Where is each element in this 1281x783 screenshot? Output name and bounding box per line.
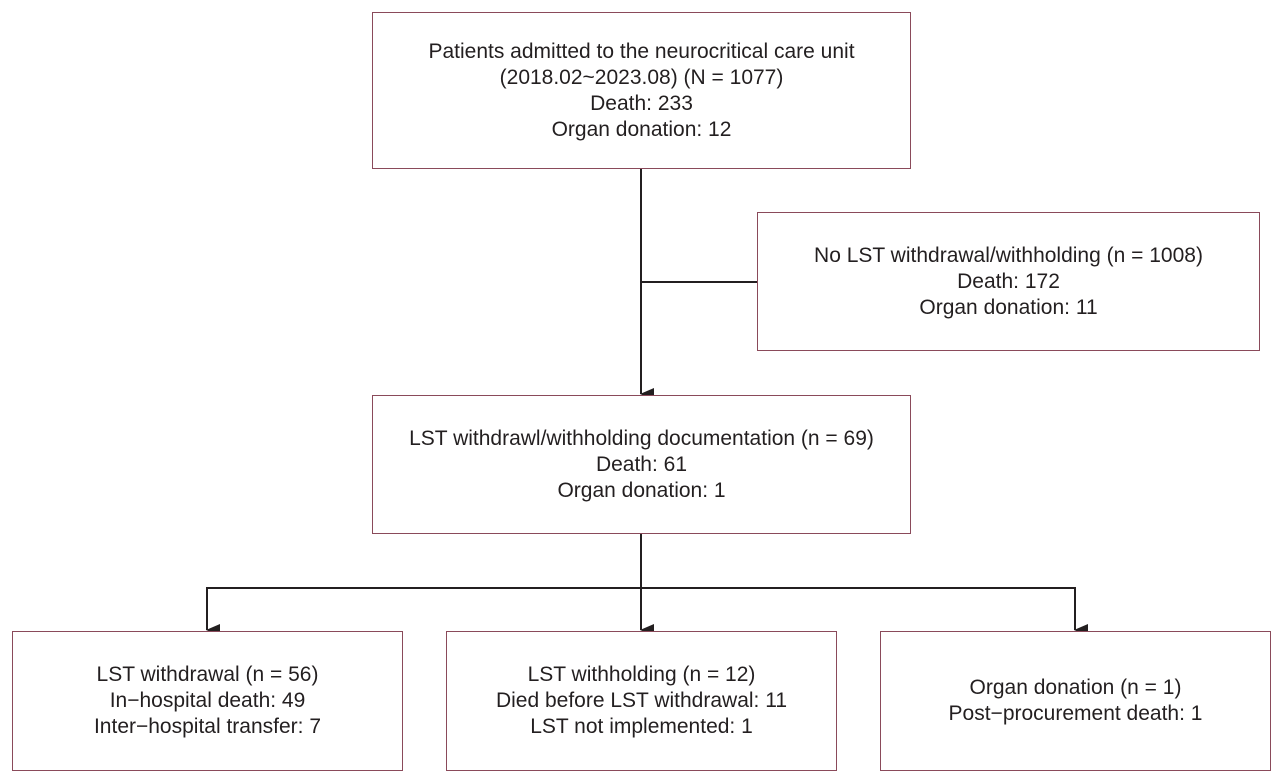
no-lst-organ-donation: Organ donation: 11 [919,295,1098,319]
admitted-death: Death: 233 [590,91,693,115]
withdrawal-title: LST withdrawal (n = 56) [96,663,319,686]
box-organ-donation: Organ donation (n = 1) Post−procurement … [880,631,1271,771]
no-lst-death: Death: 172 [957,269,1060,293]
admitted-title: Patients admitted to the neurocritical c… [428,39,855,63]
box-lst-withholding: LST withholding (n = 12) Died before LST… [446,631,837,771]
box-lst-documentation: LST withdrawl/withholding documentation … [372,395,911,534]
lst-doc-title: LST withdrawl/withholding documentation … [409,426,874,450]
withholding-not-implemented: LST not implemented: 1 [530,715,753,738]
lst-doc-death: Death: 61 [595,452,688,476]
box-admitted-patients: Patients admitted to the neurocritical c… [372,12,911,169]
withdrawal-in-hospital-death: In−hospital death: 49 [109,689,306,712]
withdrawal-transfer: Inter−hospital transfer: 7 [93,715,322,738]
organ-donation-post-procurement: Post−procurement death: 1 [948,702,1203,725]
no-lst-title: No LST withdrawal/withholding (n = 1008) [814,243,1203,267]
box-lst-withdrawal: LST withdrawal (n = 56) In−hospital deat… [12,631,403,771]
withholding-title: LST withholding (n = 12) [527,663,756,686]
withholding-died-before: Died before LST withdrawal: 11 [495,689,788,712]
admitted-organ-donation: Organ donation: 12 [551,117,732,141]
box-no-lst-withdrawal: No LST withdrawal/withholding (n = 1008)… [757,212,1260,351]
lst-doc-organ-donation: Organ donation: 1 [557,478,726,502]
admitted-period-count: (2018.02~2023.08) (N = 1077) [499,65,784,89]
organ-donation-title: Organ donation (n = 1) [969,676,1182,699]
